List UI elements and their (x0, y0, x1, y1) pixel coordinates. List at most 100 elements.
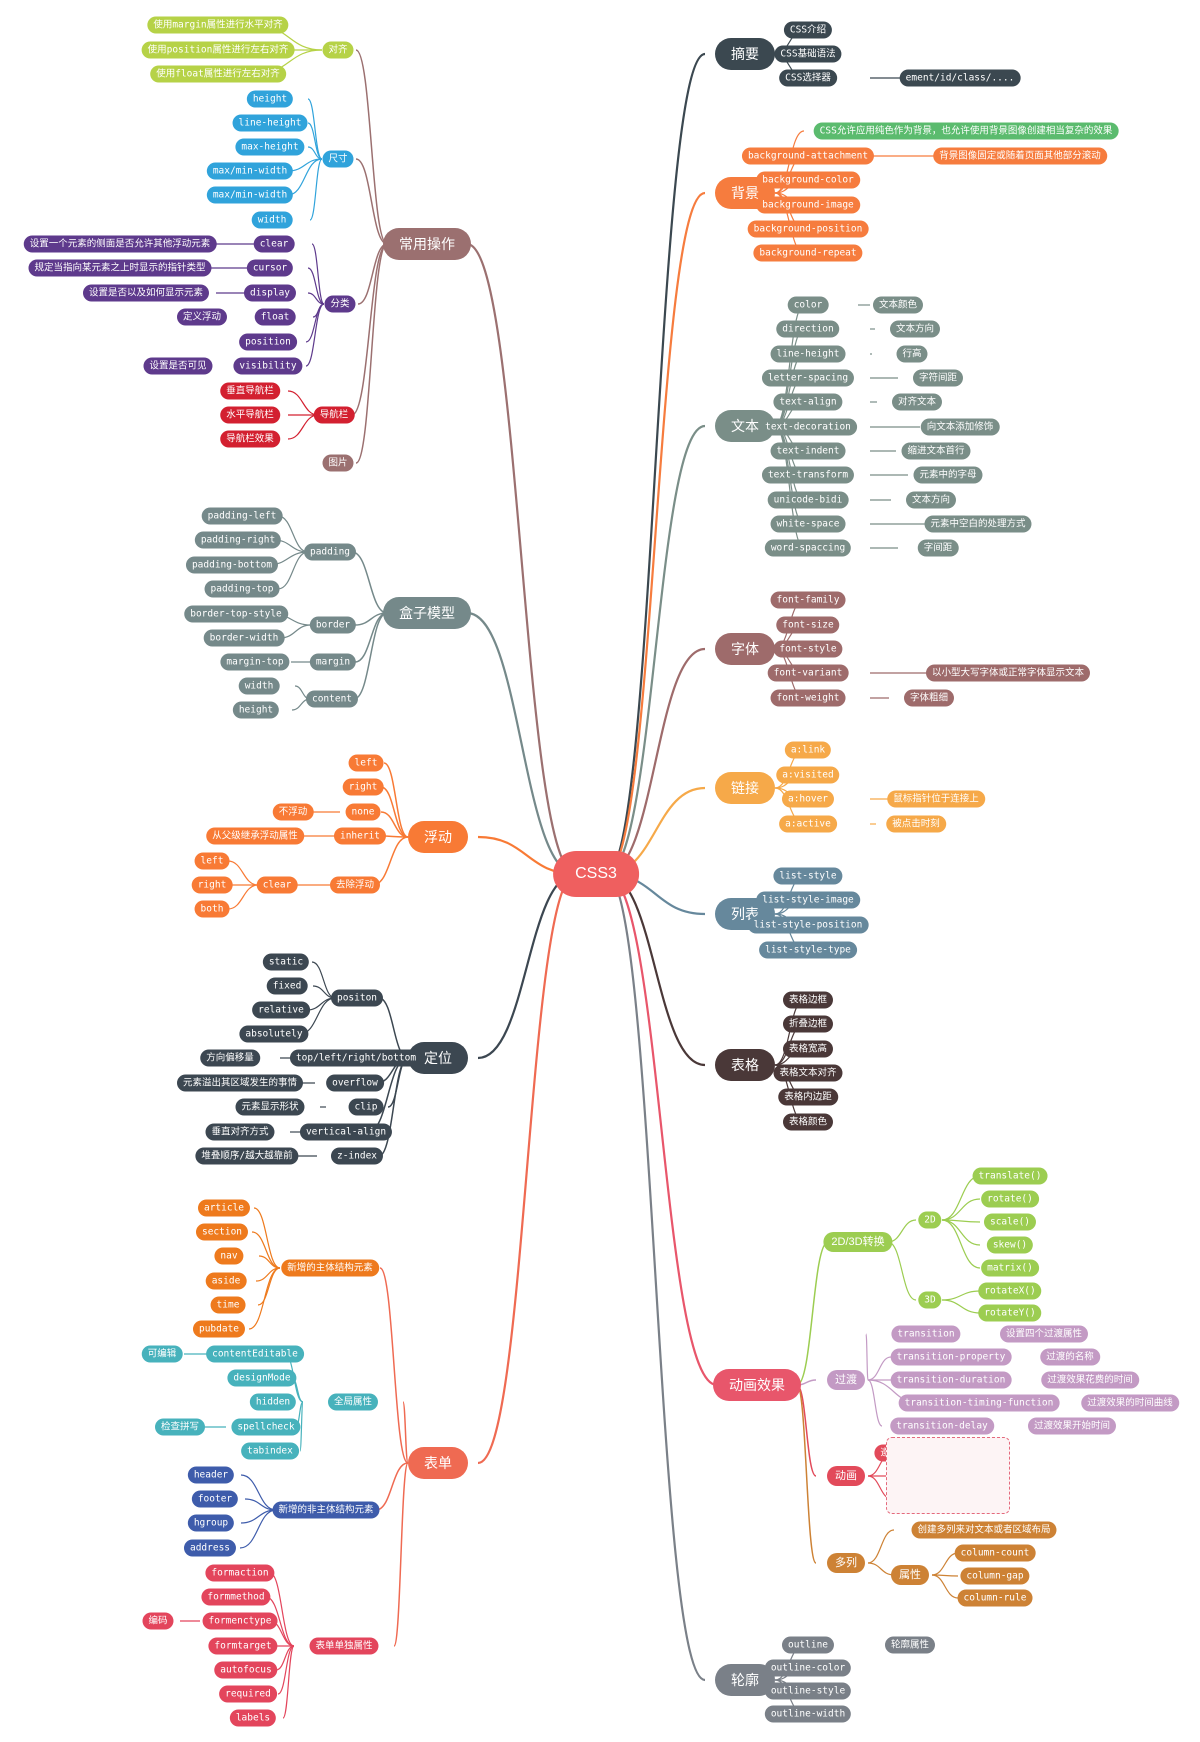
item-background[interactable]: background-position (747, 220, 869, 238)
form-item[interactable]: designMode (227, 1369, 297, 1387)
item-text[interactable]: word-spaccing (764, 539, 852, 557)
item-table[interactable]: 表格颜色 (782, 1113, 834, 1131)
anim-transition-detail[interactable]: 过渡的名称 (1040, 1348, 1100, 1366)
box-group-border[interactable]: border (309, 616, 357, 634)
ops-item[interactable]: cursor (246, 259, 294, 277)
form-item[interactable]: autofocus (214, 1661, 278, 1679)
form-item[interactable]: labels (229, 1709, 277, 1727)
item-detail-font[interactable]: 以小型大写字体或正常字体显示文本 (925, 664, 1091, 682)
anim-sub-2D[interactable]: 2D (918, 1211, 942, 1229)
position-value[interactable]: absolutely (239, 1025, 309, 1043)
item-detail-text[interactable]: 元素中空白的处理方式 (924, 515, 1032, 533)
ops-item[interactable]: line-height (232, 114, 308, 132)
item-text[interactable]: text-indent (770, 442, 846, 460)
position-detail[interactable]: 元素溢出其区域发生的事情 (176, 1074, 304, 1092)
item-detail-outline[interactable]: 轮廓属性 (884, 1636, 936, 1654)
position-group[interactable]: top/left/right/bottom (289, 1049, 423, 1067)
anim-transition-detail[interactable]: 设置四个过渡属性 (999, 1325, 1089, 1343)
ops-item-detail[interactable]: 定义浮动 (176, 308, 228, 326)
item-detail-summary[interactable]: ement/id/class/.... (899, 69, 1021, 87)
box-item[interactable]: padding-left (201, 507, 283, 525)
ops-item[interactable]: 水平导航栏 (220, 406, 280, 424)
ops-group-4[interactable]: 图片 (322, 454, 354, 472)
anim-transition-detail[interactable]: 过渡效果的时间曲线 (1081, 1394, 1179, 1412)
position-value[interactable]: fixed (266, 977, 308, 995)
branch-float[interactable]: 浮动 (408, 821, 468, 853)
branch-form[interactable]: 表单 (408, 1447, 468, 1479)
position-detail[interactable]: 元素显示形状 (235, 1098, 305, 1116)
anim-transition-detail[interactable]: 过渡效果花费的时间 (1041, 1371, 1139, 1389)
item-table[interactable]: 表格边框 (782, 991, 834, 1009)
item-text[interactable]: text-transform (761, 466, 855, 484)
item-table[interactable]: 表格宽高 (782, 1040, 834, 1058)
item-summary[interactable]: CSS基础语法 (774, 45, 842, 63)
form-item-detail[interactable]: 可编辑 (141, 1345, 183, 1363)
box-group-margin[interactable]: margin (309, 653, 357, 671)
float-group[interactable]: none (345, 803, 381, 821)
item-detail-text[interactable]: 文本颜色 (872, 296, 924, 314)
item-detail-link[interactable]: 被点击时刻 (886, 815, 946, 833)
item-font[interactable]: font-weight (770, 689, 846, 707)
form-group[interactable]: 新增的主体结构元素 (281, 1259, 379, 1277)
box-group-content[interactable]: content (305, 690, 359, 708)
item-text[interactable]: color (787, 296, 829, 314)
ops-item[interactable]: 使用position属性进行左右对齐 (141, 41, 295, 59)
item-text[interactable]: white-space (770, 515, 846, 533)
anim-transform-fn[interactable]: scale() (983, 1213, 1037, 1231)
position-group[interactable]: z-index (330, 1147, 384, 1165)
form-item[interactable]: formtarget (208, 1637, 278, 1655)
anim-transition-detail[interactable]: 过渡效果开始时间 (1027, 1417, 1117, 1435)
item-outline[interactable]: outline-style (764, 1682, 852, 1700)
item-list[interactable]: list-style-type (759, 941, 857, 959)
ops-item-detail[interactable]: 规定当指向某元素之上时显示的指针类型 (28, 259, 212, 277)
box-item[interactable]: margin-top (220, 653, 290, 671)
anim-transition-item[interactable]: transition (891, 1325, 961, 1343)
ops-item[interactable]: max/min-width (206, 186, 294, 204)
item-font[interactable]: font-variant (767, 664, 849, 682)
form-item[interactable]: pubdate (192, 1320, 246, 1338)
box-item[interactable]: padding-right (194, 531, 282, 549)
item-outline[interactable]: outline-color (764, 1659, 852, 1677)
item-detail-text[interactable]: 行高 (896, 345, 928, 363)
form-item[interactable]: required (219, 1685, 277, 1703)
ops-group-1[interactable]: 尺寸 (322, 150, 354, 168)
float-group[interactable]: left (348, 754, 384, 772)
ops-item-detail[interactable]: 设置一个元素的侧面是否允许其他浮动元素 (23, 235, 217, 253)
anim-transform-fn[interactable]: translate() (972, 1167, 1048, 1185)
float-group[interactable]: inherit (333, 827, 387, 845)
anim-group-anim_multi[interactable]: 多列 (827, 1553, 865, 1573)
form-item[interactable]: nav (214, 1247, 244, 1265)
form-item[interactable]: hidden (249, 1393, 297, 1411)
position-group[interactable]: vertical-align (299, 1123, 393, 1141)
ops-group-2[interactable]: 分类 (324, 295, 356, 313)
ops-item[interactable]: max/min-width (206, 162, 294, 180)
anim-transition-item[interactable]: transition-timing-function (898, 1394, 1060, 1412)
item-detail-text[interactable]: 缩进文本首行 (901, 442, 971, 460)
anim-column-prop[interactable]: column-gap (960, 1567, 1030, 1585)
float-inherit-detail[interactable]: 从父级继承浮动属性 (206, 827, 304, 845)
form-group[interactable]: 表单单独属性 (309, 1637, 379, 1655)
branch-anim[interactable]: 动画效果 (713, 1369, 801, 1401)
ops-item[interactable]: position (239, 333, 297, 351)
ops-item[interactable]: float (254, 308, 296, 326)
form-item[interactable]: formmethod (201, 1588, 271, 1606)
item-table[interactable]: 折叠边框 (782, 1015, 834, 1033)
ops-item[interactable]: width (251, 211, 293, 229)
form-item[interactable]: article (197, 1199, 251, 1217)
branch-link[interactable]: 链接 (715, 772, 775, 804)
item-summary[interactable]: CSS介绍 (783, 21, 833, 39)
item-detail-background[interactable]: 背景图像固定或随着页面其他部分滚动 (933, 147, 1107, 165)
box-item[interactable]: padding-bottom (185, 556, 279, 574)
anim-transform-fn[interactable]: matrix() (981, 1259, 1039, 1277)
form-item[interactable]: address (183, 1539, 237, 1557)
form-item[interactable]: aside (205, 1272, 247, 1290)
form-item-detail[interactable]: 编码 (142, 1612, 174, 1630)
ops-item[interactable]: 垂直导航栏 (220, 382, 280, 400)
ops-group-3[interactable]: 导航栏 (313, 406, 355, 424)
position-group[interactable]: overflow (326, 1074, 384, 1092)
anim-group-anim_anim[interactable]: 动画 (827, 1466, 865, 1486)
item-text[interactable]: direction (776, 320, 840, 338)
float-group[interactable]: right (342, 778, 384, 796)
item-background[interactable]: background-attachment (741, 147, 875, 165)
form-item[interactable]: contentEditable (206, 1345, 304, 1363)
